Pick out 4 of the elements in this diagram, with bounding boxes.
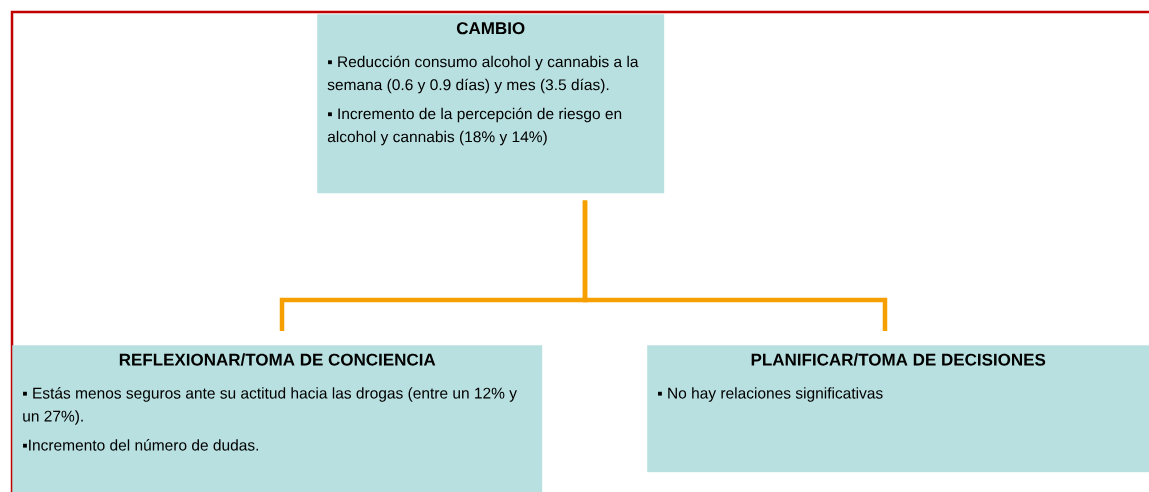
- text-box: CAMBIO ▪ Reducción consumo alcohol y cannabis a la semana (0.6 y 0.9 días) y mes (3.5 días). ▪ Incremento de la percepción de riesgo en alcohol y cannabis (18% y 14%): [317, 14, 665, 194]
- connector-line: [582, 200, 888, 331]
- text-box: REFLEXIONAR/TOMA DE CONCIENCIA ▪ Estás menos seguros ante su actitud hacia las drogas (entre un 12% y un 27%). ▪Incremento del número de dudas.: [12, 345, 543, 492]
- text-box: PLANIFICAR/TOMA DE DECISIONES ▪ No hay relaciones significativas: [647, 345, 1149, 473]
